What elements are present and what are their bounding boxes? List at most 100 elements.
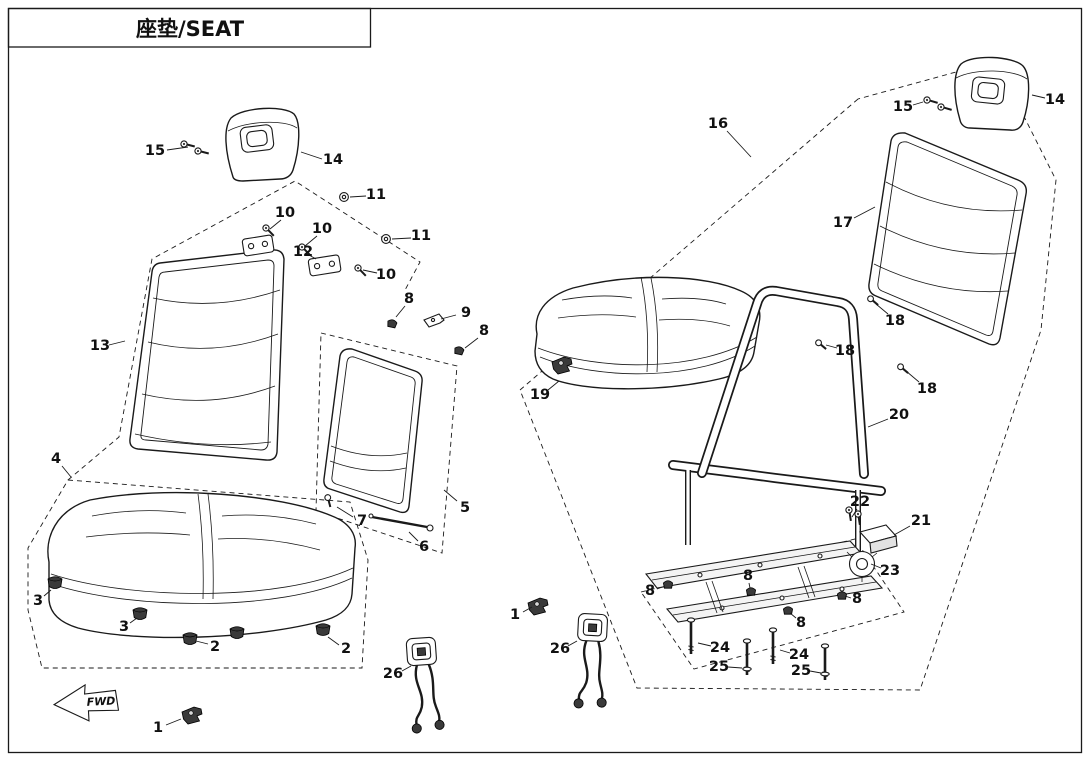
callout-11: 11 [411, 228, 431, 244]
right-cushion [534, 276, 761, 390]
cushion-foot-2 [132, 607, 148, 620]
callout-23: 23 [880, 563, 900, 579]
callout-leader-21 [893, 525, 911, 536]
left-seat-assembly: FWD [47, 107, 613, 735]
callout-leader-13 [108, 340, 126, 346]
callout-leader-15 [912, 101, 924, 106]
callout-leader-8 [464, 337, 479, 349]
callout-leader-26 [401, 665, 412, 672]
callout-19: 19 [530, 387, 550, 403]
callout-2: 2 [210, 639, 220, 655]
callout-16: 16 [708, 116, 728, 132]
callout-leader-18 [825, 344, 838, 349]
callout-26: 26 [383, 666, 403, 682]
callout-10: 10 [312, 221, 332, 237]
callout-leader-24 [779, 649, 791, 654]
rail-bumper-1 [663, 580, 673, 589]
callout-leader-11 [349, 195, 367, 198]
rod-6 [368, 513, 434, 532]
callout-leader-8 [395, 305, 406, 318]
washer-2 [381, 234, 391, 244]
callout-1: 1 [153, 720, 163, 736]
callout-leader-3 [43, 589, 52, 597]
hinge-bracket-left [241, 234, 275, 257]
small-backrest [323, 348, 423, 514]
callout-leader-8 [656, 585, 666, 590]
latch-left [181, 706, 203, 725]
callout-25: 25 [709, 659, 729, 675]
slide-rails [644, 540, 884, 623]
callout-11: 11 [366, 187, 386, 203]
page-border [7, 7, 1083, 754]
callout-leader-6 [408, 531, 419, 542]
callout-12: 12 [293, 244, 313, 260]
callout-leader-22 [851, 508, 858, 518]
callout-leader-19 [547, 380, 560, 391]
callout-25: 25 [791, 663, 811, 679]
right-assembly-group-outline [519, 60, 1057, 691]
callout-leader-12 [308, 254, 317, 260]
callout-leader-25 [727, 666, 743, 669]
callout-21: 21 [911, 513, 931, 529]
riser-bracket [858, 524, 898, 554]
callout-leader-14 [1031, 94, 1046, 99]
right-backrest [868, 132, 1028, 346]
callout-18: 18 [835, 343, 855, 359]
retainer-clip [423, 313, 445, 328]
bumper-1 [386, 318, 398, 329]
callout-8: 8 [645, 583, 655, 599]
left-backrest [129, 249, 285, 461]
rail-bumper-2 [746, 587, 756, 596]
callout-leader-9 [440, 314, 457, 320]
callout-20: 20 [889, 407, 909, 423]
cushion-group-outline [27, 479, 369, 669]
page-title: 座垫/SEAT [136, 17, 245, 41]
callout-leader-2 [195, 640, 209, 645]
callout-13: 13 [90, 338, 110, 354]
callout-leader-4 [61, 465, 72, 478]
right-headrest [954, 56, 1030, 131]
callout-leader-18 [875, 303, 889, 315]
callout-18: 18 [917, 381, 937, 397]
callout-9: 9 [461, 305, 471, 321]
callout-7: 7 [357, 513, 367, 529]
bumper-2 [453, 345, 465, 356]
callout-3: 3 [119, 619, 129, 635]
callout-14: 14 [1045, 92, 1065, 108]
callout-14: 14 [323, 152, 343, 168]
right-headrest-screw-2 [936, 102, 954, 113]
seatbelt-buckle-left [404, 635, 446, 735]
mount-bolt-1 [686, 616, 696, 656]
callout-leader-10 [269, 219, 282, 230]
callout-8: 8 [743, 568, 753, 584]
cushion-foot-5 [315, 623, 331, 636]
callout-leader-8 [748, 582, 751, 589]
callout-leader-16 [726, 130, 752, 158]
callout-24: 24 [710, 640, 730, 656]
callout-leader-11 [391, 237, 412, 240]
rail-bumper-3 [837, 591, 847, 600]
callout-leader-2 [327, 636, 340, 646]
callout-leader-23 [870, 563, 882, 569]
callout-8: 8 [852, 591, 862, 607]
callout-leader-24 [697, 642, 712, 647]
callout-5: 5 [460, 500, 470, 516]
left-headrest [225, 107, 300, 182]
callout-leader-18 [905, 370, 920, 383]
washer-3 [742, 666, 752, 672]
callout-2: 2 [341, 641, 351, 657]
frame-bolt-3 [895, 361, 912, 375]
seat-frame [668, 285, 886, 558]
left-backrest-group-outline [67, 180, 421, 481]
callout-8: 8 [479, 323, 489, 339]
bench-cushion [47, 491, 357, 639]
seatbelt-buckle-middle [572, 612, 613, 711]
callout-18: 18 [885, 313, 905, 329]
callout-6: 6 [419, 539, 429, 555]
left-headrest-screw-2 [193, 146, 211, 157]
callout-1: 1 [510, 607, 520, 623]
callout-leader-1 [165, 718, 182, 726]
callout-8: 8 [404, 291, 414, 307]
